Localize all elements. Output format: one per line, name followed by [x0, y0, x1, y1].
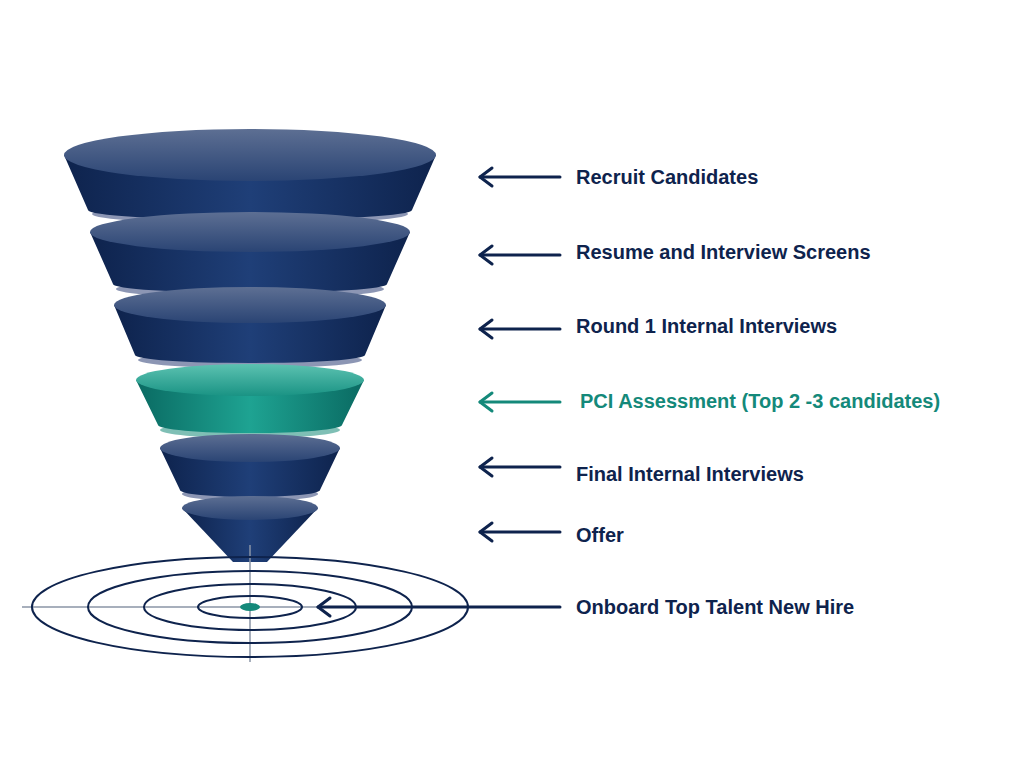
- stage-label: PCI Assessment (Top 2 -3 candidates): [580, 389, 1020, 413]
- band-top: [136, 364, 364, 396]
- stage-label: Round 1 Internal Interviews: [576, 314, 1020, 338]
- funnel-band: [136, 364, 364, 438]
- stage-label: Final Internal Interviews: [576, 462, 1020, 486]
- band-top: [64, 129, 436, 181]
- band-top: [160, 434, 340, 462]
- funnel-band: [160, 434, 340, 501]
- funnel-band: [90, 212, 410, 298]
- pointer-arrow: [480, 320, 560, 338]
- funnel-band: [114, 287, 386, 368]
- target-symbol: [22, 545, 482, 662]
- stage-label: Offer: [576, 523, 1020, 547]
- stage-label: Onboard Top Talent New Hire: [576, 595, 1020, 619]
- funnel-band: [64, 129, 436, 224]
- pointer-arrow: [480, 393, 560, 411]
- band-top: [182, 496, 318, 520]
- band-top: [114, 287, 386, 323]
- stage-label: Resume and Interview Screens: [576, 240, 1020, 264]
- stage-label: Recruit Candidates: [576, 165, 1020, 189]
- target-ring: [198, 596, 302, 618]
- band-top: [90, 212, 410, 252]
- pointer-arrow: [318, 598, 560, 616]
- pointer-arrow: [480, 246, 560, 264]
- target-bullseye: [240, 603, 260, 611]
- pointer-arrow: [480, 523, 560, 541]
- pointer-arrow: [480, 168, 560, 186]
- pointer-arrow: [480, 458, 560, 476]
